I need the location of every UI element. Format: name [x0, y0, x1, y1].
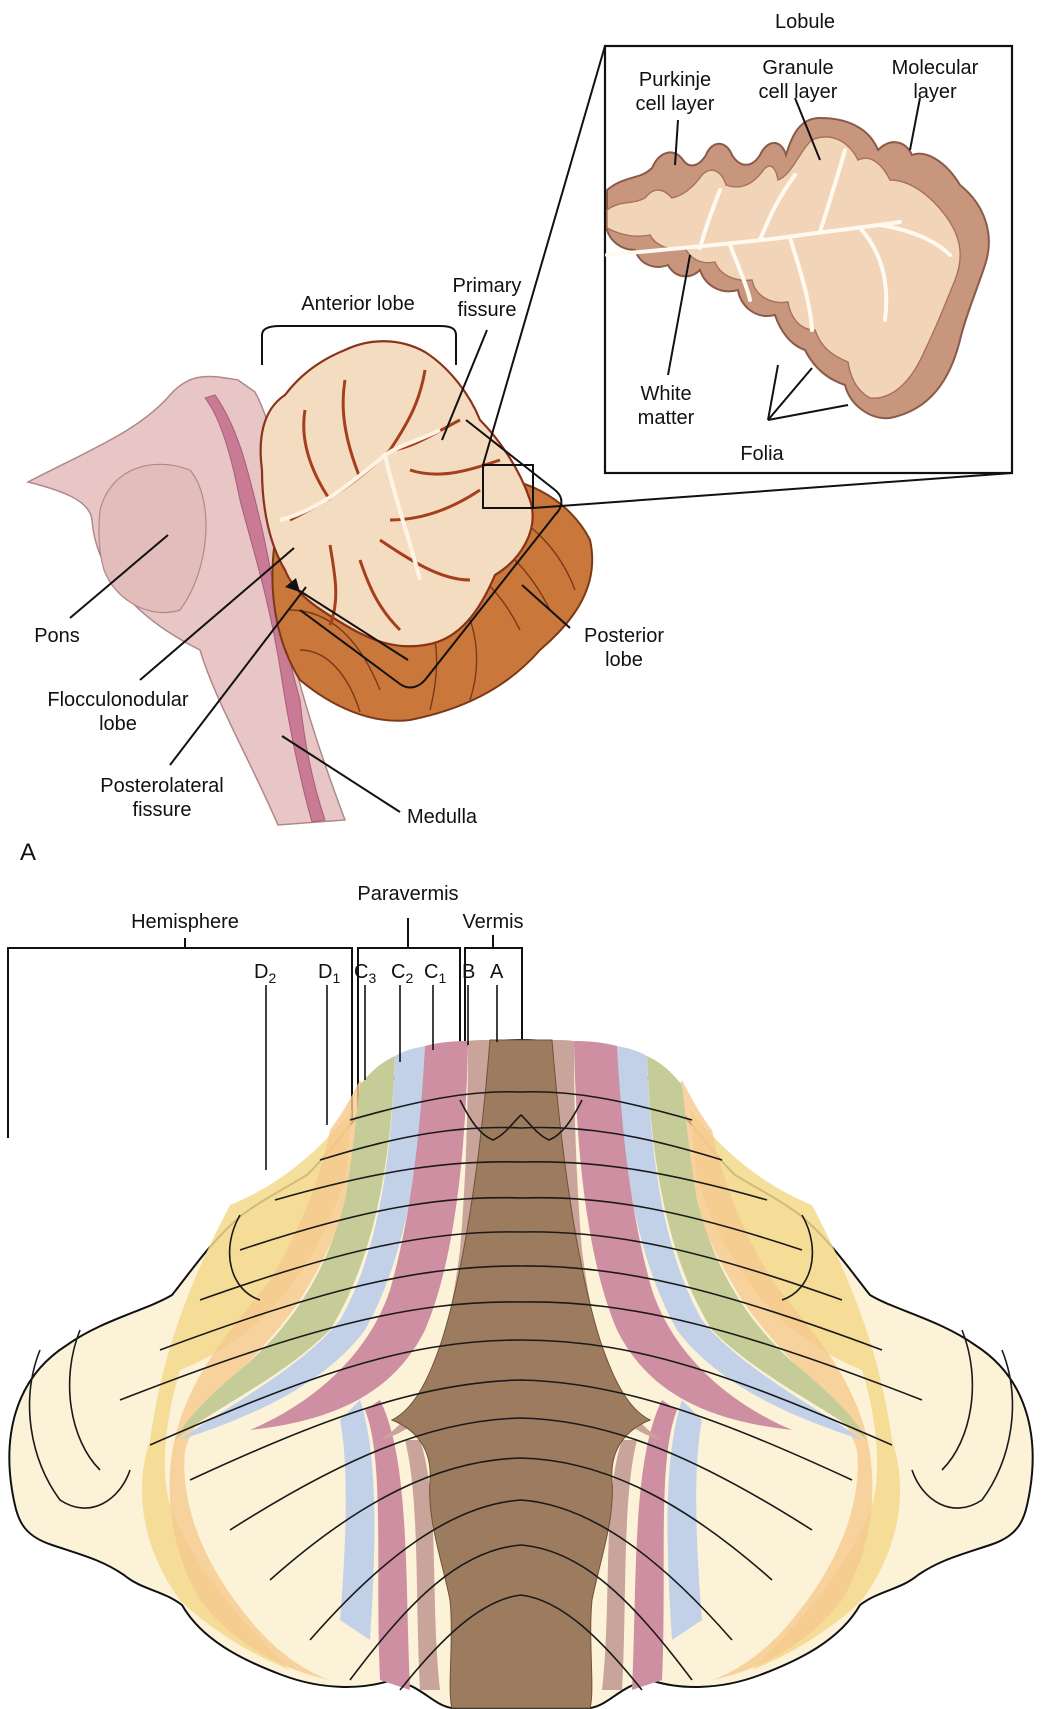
- zone-pointers: [265, 985, 498, 1170]
- zone-label-c3: C3: [354, 961, 376, 986]
- zone-a-vermis: [390, 1039, 652, 1709]
- vermis-label: Vermis: [462, 911, 523, 933]
- flocculonodular-label-1: Flocculonodular: [47, 689, 189, 711]
- panel-b: Hemisphere Paravermis Vermis D2 D1 C3 C2…: [7, 883, 1034, 1709]
- pons-leader: [69, 534, 169, 619]
- flocculonodular-leader: [139, 547, 295, 681]
- hemisphere-label: Hemisphere: [131, 911, 239, 933]
- zoom-bracket: [299, 419, 563, 689]
- medulla-label: Medulla: [407, 806, 478, 828]
- zone-label-d1: D1: [318, 961, 340, 986]
- fourth-ventricle: [204, 394, 326, 823]
- purkinje-label-1: Purkinje: [639, 69, 711, 91]
- zone-c3-right: [647, 1056, 867, 1440]
- posterior-lobe-leader: [521, 584, 571, 629]
- zone-c1-right: [574, 1041, 792, 1690]
- folia-label: Folia: [740, 443, 784, 465]
- molecular-leader: [909, 97, 921, 151]
- zone-label-d2: D2: [254, 961, 276, 986]
- anterior-lobe-label: Anterior lobe: [301, 293, 414, 315]
- lobule-box-small: [482, 464, 534, 509]
- lobule-granule-layer: [606, 136, 961, 399]
- purkinje-leader: [674, 119, 679, 166]
- white-matter-leader: [667, 254, 691, 376]
- white-matter-core: [279, 428, 441, 581]
- primary-fissure-label-2: fissure: [458, 299, 517, 321]
- folia-leader-1: [767, 364, 779, 421]
- hemisphere-bracket: [7, 938, 353, 1138]
- paravermis-bracket: [357, 918, 461, 1108]
- medulla-leader: [281, 735, 401, 813]
- purkinje-label-2: cell layer: [636, 93, 715, 115]
- zone-c2-left: [180, 1046, 425, 1640]
- flocculonodular-label-2: lobe: [99, 713, 137, 735]
- primary-fissure-label-1: Primary: [453, 275, 522, 297]
- zone-label-b: B: [462, 961, 475, 983]
- primary-fissure-leader: [441, 329, 488, 441]
- posterior-lobe-label-1: Posterior: [584, 625, 664, 647]
- connector-top: [482, 45, 606, 466]
- zone-d1-left: [169, 1080, 372, 1680]
- white-matter-label-1: White: [640, 383, 691, 405]
- posterolateral-arrow-line: [291, 585, 409, 661]
- granule-label-2: cell layer: [759, 81, 838, 103]
- posterior-lobe-label-2: lobe: [605, 649, 643, 671]
- pons-bulge: [98, 463, 207, 614]
- zone-d1-right: [670, 1080, 873, 1680]
- posterolateral-leader: [169, 586, 307, 766]
- zone-c1-left: [250, 1041, 468, 1690]
- paravermis-label: Paravermis: [357, 883, 458, 905]
- vermis-bracket: [464, 935, 523, 1048]
- posterolateral-label-2: fissure: [133, 799, 192, 821]
- panel-a: Lobule Purkinje cell layer Granule cell …: [20, 11, 1014, 866]
- zone-label-c1: C1: [424, 961, 446, 986]
- panel-a-letter: A: [20, 839, 36, 866]
- anterior-lobe-bracket: [261, 325, 457, 365]
- granule-label-1: Granule: [762, 57, 833, 79]
- folia-leader-2: [767, 367, 813, 421]
- zone-label-a: A: [490, 961, 504, 983]
- lobule-white-matter: [605, 148, 952, 332]
- lobule-inset: [605, 97, 990, 421]
- posterolateral-label-1: Posterolateral: [100, 775, 223, 797]
- white-matter-label-2: matter: [638, 407, 695, 429]
- zone-c2-right: [617, 1046, 862, 1640]
- hemisphere-scallops: [28, 1214, 1014, 1509]
- zone-c3-left: [175, 1056, 395, 1440]
- molecular-label-1: Molecular: [892, 57, 979, 79]
- folia-leader-3: [767, 404, 849, 421]
- folia-lines: [119, 1090, 923, 1691]
- zone-bands: [141, 1039, 901, 1709]
- zone-label-c2: C2: [391, 961, 413, 986]
- connector-bottom: [532, 472, 1013, 509]
- pons-label: Pons: [34, 625, 80, 647]
- molecular-label-2: layer: [913, 81, 957, 103]
- granule-leader: [794, 97, 821, 161]
- lobule-label: Lobule: [775, 11, 835, 33]
